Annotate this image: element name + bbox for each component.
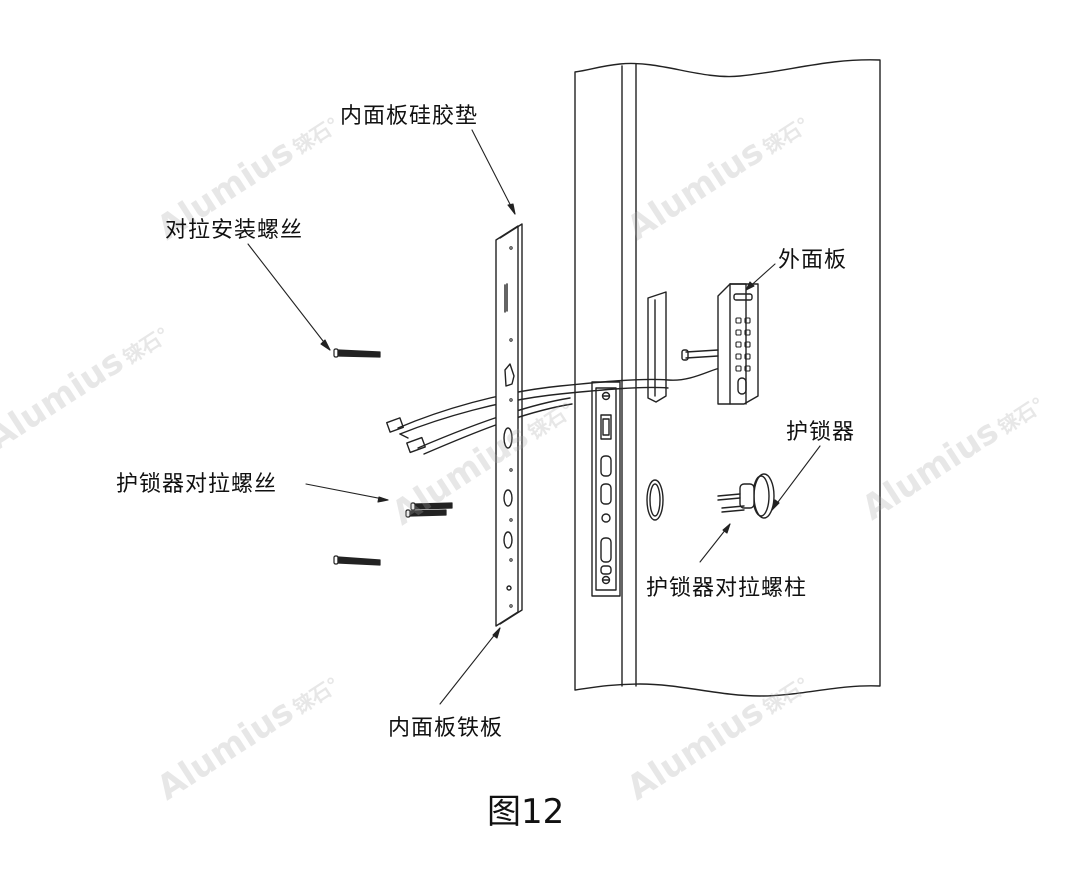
through-mount-screws	[333, 348, 381, 566]
label-inner-panel-iron-plate: 内面板铁板	[388, 716, 504, 741]
cables	[386, 367, 721, 455]
figure-caption: 图12	[487, 792, 565, 832]
lock-guard	[717, 473, 775, 519]
label-lock-guard-through-studs: 护锁器对拉螺柱	[646, 576, 808, 601]
label-through-mount-screws: 对拉安装螺丝	[165, 218, 304, 243]
leader-lines	[247, 129, 821, 705]
outer-panel	[681, 283, 759, 405]
label-lock-guard-through-screws: 护锁器对拉螺丝	[116, 472, 278, 497]
label-lock-guard: 护锁器	[786, 420, 856, 445]
mortise-faceplate	[591, 381, 621, 597]
outer-bracket	[647, 291, 667, 403]
lock-guard-through-screws	[405, 502, 453, 518]
label-outer-panel: 外面板	[778, 248, 848, 273]
label-inner-panel-silicone-pad: 内面板硅胶垫	[340, 104, 479, 129]
inner-panel-plates	[495, 223, 523, 627]
